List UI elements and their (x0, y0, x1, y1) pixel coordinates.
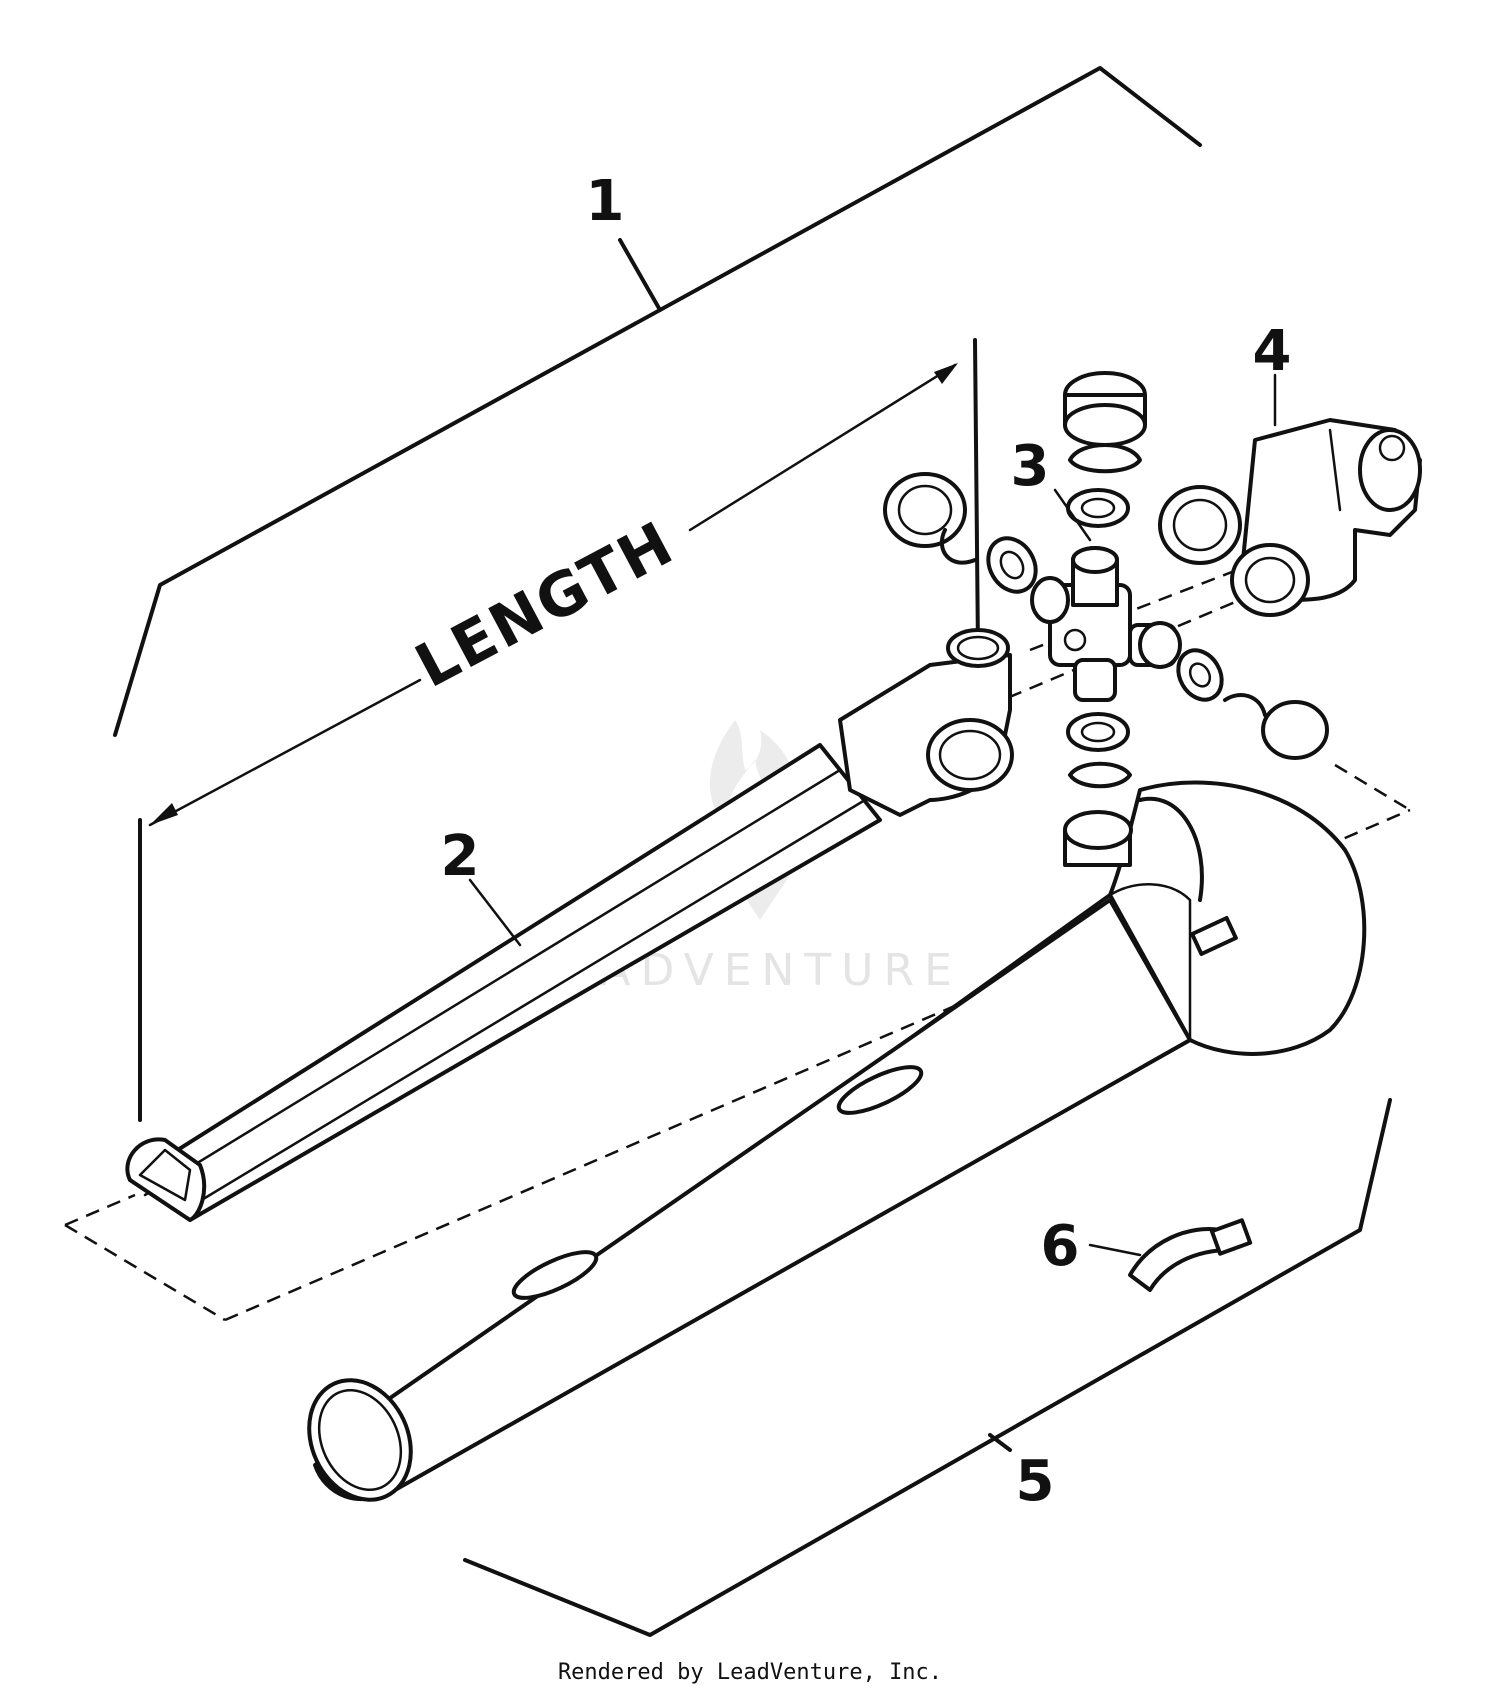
assembly-bracket (113, 66, 1202, 737)
inner-shaft (125, 628, 1014, 1222)
callout-6: 6 (1041, 1214, 1080, 1279)
dashed-assembly-lines (64, 563, 1411, 1322)
callout-5: 5 (1016, 1449, 1055, 1514)
clip (1128, 1218, 1253, 1292)
leader-lines (468, 373, 1277, 1257)
shield-tube (307, 780, 1367, 1502)
shield-bracket (463, 1098, 1392, 1637)
callout-1: 1 (586, 169, 625, 234)
yoke (1158, 418, 1422, 617)
callout-2: 2 (441, 824, 480, 889)
universal-joint-cross (883, 371, 1329, 867)
length-label: LENGTH (405, 508, 686, 702)
credit-line: Rendered by LeadVenture, Inc. (557, 1660, 943, 1685)
callout-4: 4 (1253, 319, 1292, 384)
callout-3: 3 (1011, 434, 1050, 499)
